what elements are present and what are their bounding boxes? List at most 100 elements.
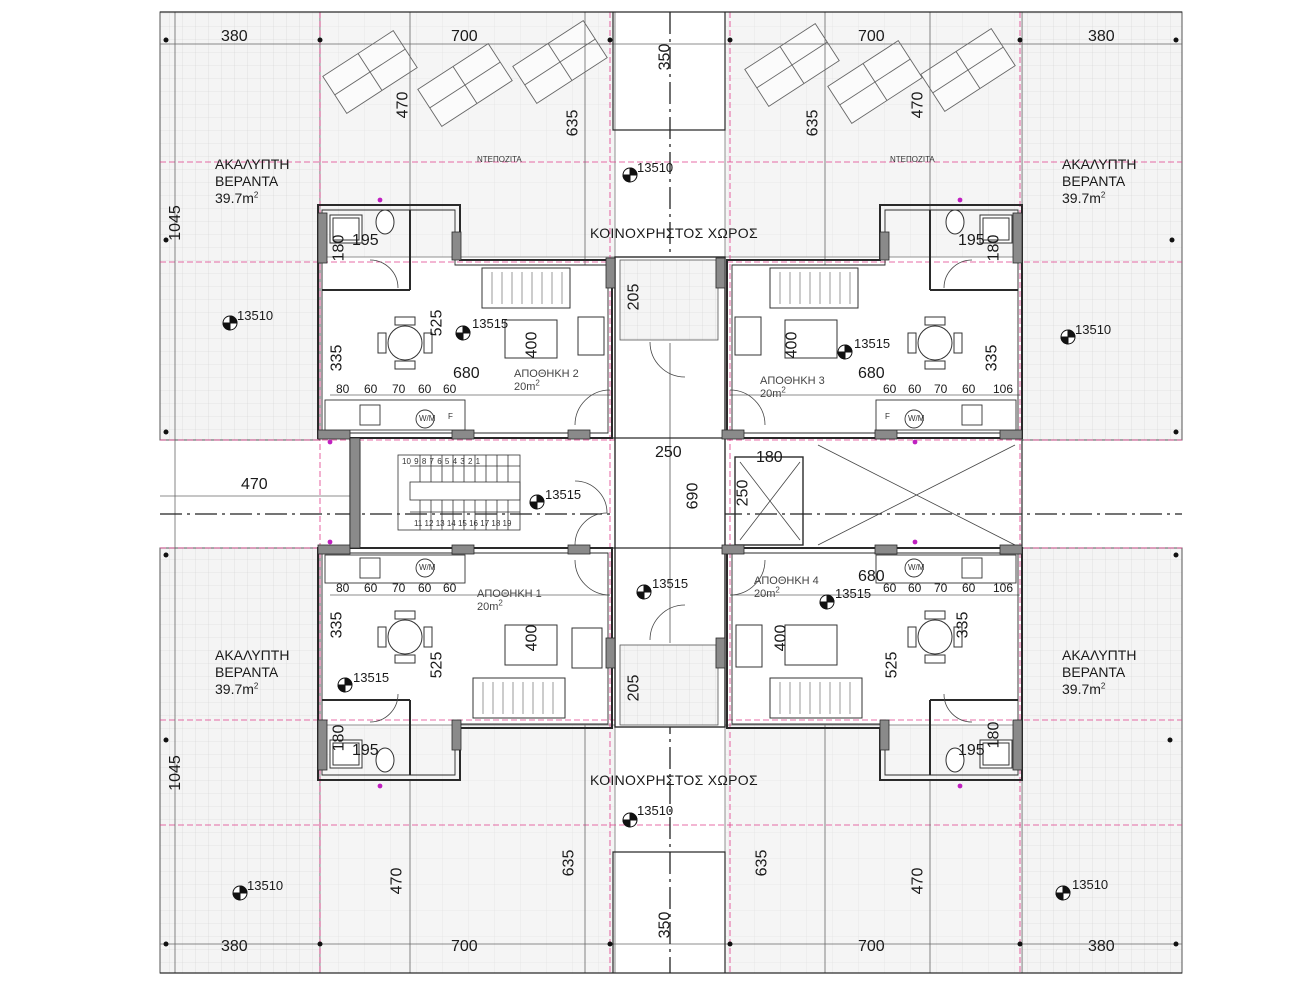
elevation-markers [222, 167, 1076, 901]
elevation-label: 13510 [1072, 877, 1109, 892]
dim-680: 680 [453, 365, 480, 382]
dining-tables [377, 316, 963, 664]
store-area: 20m [477, 601, 499, 613]
dim-60: 60 [364, 382, 378, 396]
dim-70: 70 [934, 382, 948, 396]
dim-350: 350 [656, 911, 674, 939]
elevation-label: 13510 [637, 803, 674, 818]
dim-335: 335 [983, 344, 1001, 372]
dim-205: 205 [625, 283, 643, 311]
dim-635: 635 [753, 849, 771, 877]
area-exponent: 2 [1100, 681, 1106, 691]
dim-400: 400 [772, 624, 790, 652]
stair-core [614, 256, 726, 728]
dim-195: 195 [958, 742, 985, 759]
stair-number: 8 [421, 457, 427, 466]
area-exponent: 2 [781, 385, 786, 395]
washing-machine-label: W/M [908, 414, 925, 423]
dim-250: 250 [655, 444, 682, 461]
dim-635: 635 [560, 849, 578, 877]
dim-525: 525 [883, 651, 901, 679]
dim-380: 380 [1088, 938, 1115, 955]
dim-205: 205 [625, 674, 643, 702]
common-space-label-bottom: ΚΟΙΝΟΧΡΗΣΤΟΣ ΧΩΡΟΣ [590, 772, 758, 788]
dim-70: 70 [392, 581, 406, 595]
dim-680: 680 [858, 568, 885, 585]
stair-number: 1 [475, 457, 481, 466]
stair-number: 12 [424, 519, 434, 528]
common-space-label-top: ΚΟΙΝΟΧΡΗΣΤΟΣ ΧΩΡΟΣ [590, 225, 758, 241]
stair-number: 15 [457, 519, 467, 528]
stair-number: 13 [435, 519, 445, 528]
dim-250: 250 [734, 479, 752, 507]
washing-machine-label: W/M [419, 414, 436, 423]
veranda-sw [159, 547, 616, 974]
veranda-title: ΑΚΑΛΥΠΤΗ ΒΕΡΑΝΤΑ [1062, 647, 1137, 680]
stair-number: 18 [491, 519, 501, 528]
stair-number: 14 [446, 519, 456, 528]
sofa-hatching [482, 272, 851, 714]
bathroom-fixtures [329, 209, 1013, 773]
dim-180: 180 [756, 449, 783, 466]
dim-60: 60 [962, 581, 976, 595]
dim-180: 180 [330, 724, 348, 752]
dim-106: 106 [993, 382, 1014, 396]
veranda-title: ΑΚΑΛΥΠΤΗ ΒΕΡΑΝΤΑ [215, 156, 290, 189]
dimension-lines [160, 12, 1182, 973]
dim-690: 690 [684, 482, 702, 510]
dim-525: 525 [428, 651, 446, 679]
area-exponent: 2 [253, 190, 259, 200]
dim-195: 195 [352, 742, 379, 759]
washing-machine-label: W/M [419, 563, 436, 572]
dim-680: 680 [858, 365, 885, 382]
deposit-label-left: ΝΤΕΠΟΖΙΤΑ [477, 155, 522, 164]
stair-number: 17 [480, 519, 490, 528]
elevation-label: 13515 [545, 487, 582, 502]
elevation-label: 13515 [472, 316, 509, 331]
dim-470: 470 [388, 867, 406, 895]
elevation-label: 13510 [247, 878, 284, 893]
kitchen-counters [324, 399, 1017, 584]
veranda-area: 39.7m [1062, 190, 1101, 206]
entry-bays [160, 11, 1182, 974]
dim-700: 700 [451, 938, 478, 955]
dim-470: 470 [909, 867, 927, 895]
area-exponent: 2 [498, 598, 503, 608]
dim-180: 180 [985, 234, 1003, 262]
stair-number: 16 [469, 519, 479, 528]
store-area: 20m [514, 381, 536, 393]
dimension-ticks [163, 37, 1179, 947]
dim-195: 195 [958, 232, 985, 249]
stair-number: 2 [467, 457, 473, 466]
elevation-label: 13510 [1075, 322, 1112, 337]
dim-470: 470 [394, 91, 412, 119]
dim-400: 400 [523, 331, 541, 359]
wall-pillars [317, 212, 1023, 771]
stair-number: 7 [429, 457, 434, 466]
stair-number: 9 [414, 457, 419, 466]
dim-380: 380 [1088, 28, 1115, 45]
dim-60: 60 [364, 581, 378, 595]
store-name: ΑΠΟΘΗΚΗ 4 [754, 575, 819, 587]
dim-1045: 1045 [166, 755, 184, 791]
dim-635: 635 [804, 109, 822, 137]
dim-195: 195 [352, 232, 379, 249]
dim-70: 70 [934, 581, 948, 595]
stair-number: 5 [444, 457, 450, 466]
stair-number: 11 [414, 519, 423, 528]
dim-700: 700 [858, 28, 885, 45]
dim-70: 70 [392, 382, 406, 396]
veranda-area: 39.7m [215, 190, 254, 206]
store-name: ΑΠΟΘΗΚΗ 2 [514, 368, 579, 380]
fridge-label: F [885, 412, 890, 421]
veranda-area: 39.7m [215, 681, 254, 697]
elevation-label: 13515 [353, 670, 390, 685]
dim-60: 60 [962, 382, 976, 396]
deposit-label-right: ΝΤΕΠΟΖΙΤΑ [890, 155, 935, 164]
store-area: 20m [754, 588, 776, 600]
